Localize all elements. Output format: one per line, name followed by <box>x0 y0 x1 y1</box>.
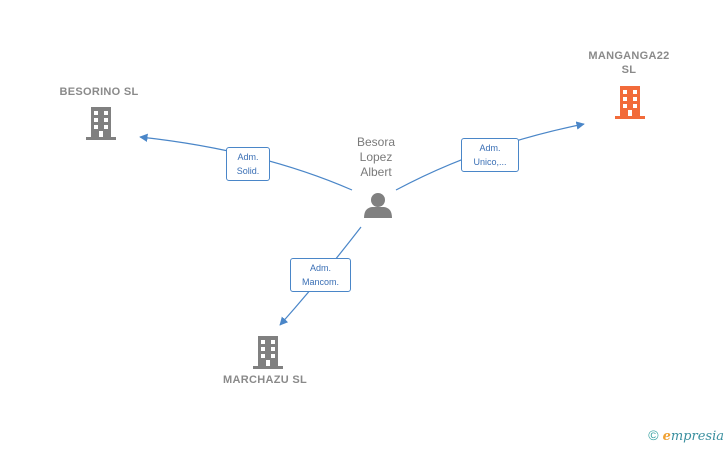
edge-label-marchazu: Adm. Mancom. <box>290 258 351 292</box>
brand-logo-text: mpresia <box>670 429 724 444</box>
edge-label-line1: Adm. <box>479 143 501 153</box>
edge-label-line2: Solid. <box>236 166 260 176</box>
edge-label-besorino: Adm. Solid. <box>226 147 270 181</box>
edge-label-line2: Unico,... <box>473 157 507 167</box>
company-name-marchazu[interactable]: MARCHAZU SL <box>223 374 307 386</box>
edge-label-line2: Mancom. <box>301 277 339 287</box>
building-icon[interactable] <box>615 86 645 119</box>
brand-footer: ©empresia <box>648 427 724 444</box>
building-icon[interactable] <box>86 107 116 140</box>
edge-label-line1: Adm. <box>237 152 259 162</box>
company-name-manganga[interactable]: MANGANGA22 SL <box>588 50 670 76</box>
company-name-besorino[interactable]: BESORINO SL <box>59 86 139 98</box>
edge-label-manganga: Adm. Unico,... <box>461 138 519 172</box>
person-icon[interactable] <box>364 193 392 218</box>
brand-logo-initial: e <box>662 429 671 444</box>
person-name[interactable]: Besora Lopez Albert <box>356 135 396 179</box>
building-icon[interactable] <box>253 336 283 369</box>
copyright-symbol: © <box>648 427 659 443</box>
edge-label-line1: Adm. <box>309 263 331 273</box>
